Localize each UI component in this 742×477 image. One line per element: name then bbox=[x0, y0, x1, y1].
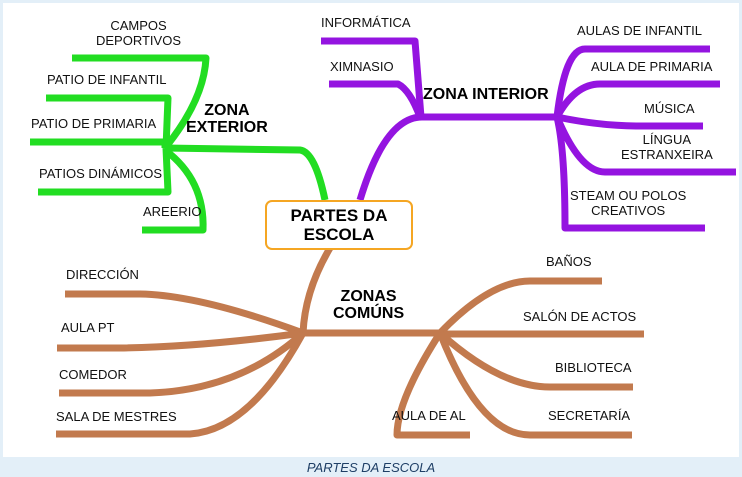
branch-aula-primaria bbox=[553, 80, 720, 119]
label-areerio[interactable]: AREERIO bbox=[143, 204, 202, 219]
label-line: ESTRANXEIRA bbox=[621, 147, 713, 162]
label-line: DEPORTIVOS bbox=[96, 33, 182, 48]
branch-steam bbox=[553, 116, 705, 232]
zonas-comuns-line1: ZONAS bbox=[340, 288, 397, 305]
label-comedor[interactable]: COMEDOR bbox=[59, 367, 127, 382]
zona-interior-branches bbox=[321, 37, 736, 232]
label-ximnasio[interactable]: XIMNASIO bbox=[330, 59, 394, 74]
branch-secretaria bbox=[436, 331, 632, 439]
zonas-comuns-line2: COMÚNS bbox=[333, 305, 405, 322]
branch-patio-infantil bbox=[46, 94, 172, 149]
label-campos-deportivos[interactable]: CAMPOS DEPORTIVOS bbox=[96, 18, 181, 48]
zona-exterior-branches bbox=[30, 54, 329, 234]
branch-biblioteca bbox=[437, 330, 633, 391]
zonas-comuns-branches bbox=[56, 246, 644, 439]
branch-exterior-main bbox=[164, 144, 329, 201]
branch-informatica bbox=[321, 37, 425, 118]
branch-direccion bbox=[65, 290, 305, 337]
label-aula-al[interactable]: AULA DE AL bbox=[392, 408, 466, 423]
branch-areerio bbox=[142, 147, 207, 234]
branch-aula-al bbox=[393, 331, 470, 439]
branch-aulas-infantil bbox=[553, 45, 710, 118]
label-musica[interactable]: MÚSICA bbox=[644, 101, 695, 116]
zona-exterior-line2: EXTERIOR bbox=[186, 119, 268, 136]
figure-caption: PARTES DA ESCOLA bbox=[306, 460, 436, 475]
zonas-comuns-title[interactable]: ZONAS COMÚNS bbox=[333, 288, 404, 322]
label-aulas-infantil[interactable]: AULAS DE INFANTIL bbox=[577, 23, 702, 38]
branch-patios-dinamicos bbox=[38, 147, 172, 196]
label-secretaria[interactable]: SECRETARÍA bbox=[548, 408, 631, 423]
label-line: CREATIVOS bbox=[591, 203, 666, 218]
label-lingua-estranxeira[interactable]: LÍNGUA ESTRANXEIRA bbox=[621, 132, 713, 162]
central-topic[interactable]: PARTES DA ESCOLA bbox=[265, 200, 413, 250]
branch-musica bbox=[556, 113, 703, 130]
label-line: CAMPOS bbox=[110, 18, 167, 33]
central-topic-line2: ESCOLA bbox=[303, 225, 375, 244]
central-topic-line1: PARTES DA bbox=[290, 206, 388, 225]
branch-aula-pt bbox=[57, 329, 304, 352]
mindmap-canvas: PARTES DA ESCOLA ZONA EXTERIOR ZONA INTE… bbox=[3, 3, 739, 457]
label-salon-actos[interactable]: SALÓN DE ACTOS bbox=[523, 309, 637, 324]
label-direccion[interactable]: DIRECCIÓN bbox=[66, 267, 139, 282]
branch-banos bbox=[437, 277, 602, 336]
label-line: LÍNGUA bbox=[642, 132, 692, 147]
branch-sala-mestres bbox=[56, 331, 307, 438]
zona-exterior-title[interactable]: ZONA EXTERIOR bbox=[186, 102, 268, 136]
label-aula-primaria[interactable]: AULA DE PRIMARIA bbox=[591, 59, 713, 74]
label-patio-infantil[interactable]: PATIO DE INFANTIL bbox=[47, 72, 167, 87]
label-banos[interactable]: BAÑOS bbox=[546, 254, 592, 269]
branch-comedor bbox=[59, 330, 306, 397]
label-patios-dinamicos[interactable]: PATIOS DINÁMICOS bbox=[39, 166, 163, 181]
branch-ximnasio bbox=[329, 80, 424, 119]
zona-exterior-line1: ZONA bbox=[204, 102, 250, 119]
label-informatica[interactable]: INFORMÁTICA bbox=[321, 15, 411, 30]
label-sala-mestres[interactable]: SALA DE MESTRES bbox=[56, 409, 177, 424]
label-line: STEAM OU POLOS bbox=[570, 188, 687, 203]
branch-campos bbox=[72, 54, 210, 151]
label-patio-primaria[interactable]: PATIO DE PRIMARIA bbox=[31, 116, 157, 131]
label-aula-pt[interactable]: AULA PT bbox=[61, 320, 115, 335]
zona-interior-title[interactable]: ZONA INTERIOR bbox=[423, 86, 549, 103]
mindmap-branches bbox=[30, 37, 736, 439]
label-steam[interactable]: STEAM OU POLOS CREATIVOS bbox=[570, 188, 686, 218]
branch-patio-primaria bbox=[30, 138, 169, 148]
label-biblioteca[interactable]: BIBLIOTECA bbox=[555, 360, 632, 375]
branch-interior-main bbox=[356, 113, 557, 202]
